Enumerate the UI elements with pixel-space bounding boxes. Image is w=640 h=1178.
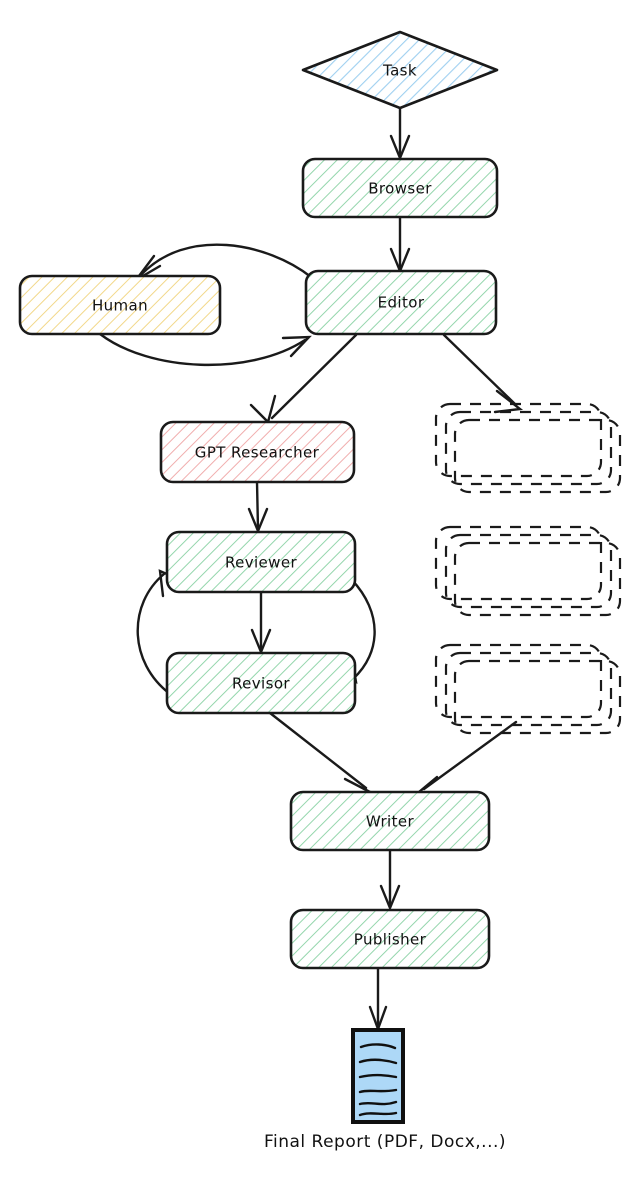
human-box-shape [18, 274, 222, 336]
stacked-group-2[interactable] [434, 525, 622, 617]
stacked-group-3[interactable] [434, 643, 622, 735]
editor-box-shape [304, 269, 498, 336]
human-label: Human [92, 297, 148, 315]
node-final-report-document[interactable] [351, 1028, 405, 1124]
browser-label: Browser [368, 180, 432, 198]
dashed-box-front [453, 659, 622, 735]
dashed-box-back [434, 402, 603, 478]
node-editor[interactable]: Editor [304, 269, 498, 336]
node-human[interactable]: Human [18, 274, 222, 336]
task-label: Task [382, 62, 417, 80]
editor-label: Editor [378, 294, 425, 312]
edge-task-browser [389, 106, 411, 162]
browser-box-shape [301, 157, 499, 219]
dashed-box-mid [444, 410, 613, 486]
edge-publisher-report [368, 966, 388, 1033]
node-gpt-researcher[interactable]: GPT Researcher [159, 420, 356, 484]
dashed-box-mid [444, 533, 613, 609]
final-report-caption: Final Report (PDF, Docx,...) [264, 1132, 506, 1152]
writer-box-shape [289, 790, 491, 852]
publisher-box-shape [289, 908, 491, 970]
edge-gptresearcher-reviewer [247, 480, 269, 535]
node-publisher[interactable]: Publisher [289, 908, 491, 970]
node-browser[interactable]: Browser [301, 157, 499, 219]
dashed-box-mid [444, 651, 613, 727]
dashed-box-front [453, 541, 622, 617]
edge-human-editor [98, 332, 312, 366]
dashed-box-front [453, 418, 622, 494]
edge-editor-human [135, 243, 313, 282]
task-diamond-shape [301, 30, 499, 110]
dashed-box-back [434, 525, 603, 601]
edge-browser-editor [389, 216, 411, 275]
edge-reviewer-revisor [250, 590, 272, 656]
revisor-box-shape [165, 651, 357, 715]
node-writer[interactable]: Writer [289, 790, 491, 852]
node-reviewer[interactable]: Reviewer [165, 530, 357, 594]
dashed-box-back [434, 643, 603, 719]
node-revisor[interactable]: Revisor [165, 651, 357, 715]
node-task[interactable]: Task [301, 30, 499, 110]
gpt-researcher-box-shape [159, 420, 356, 484]
publisher-label: Publisher [354, 931, 427, 949]
edge-editor-gptresearcher [249, 333, 358, 425]
reviewer-box-shape [165, 530, 357, 594]
edge-editor-stack1 [442, 333, 524, 414]
revisor-label: Revisor [232, 675, 290, 693]
edge-writer-publisher [379, 848, 401, 912]
gpt-researcher-label: GPT Researcher [195, 444, 320, 462]
reviewer-label: Reviewer [225, 554, 298, 572]
edge-revisor-writer [268, 711, 374, 799]
writer-label: Writer [366, 813, 415, 831]
stacked-group-1[interactable] [434, 402, 622, 494]
